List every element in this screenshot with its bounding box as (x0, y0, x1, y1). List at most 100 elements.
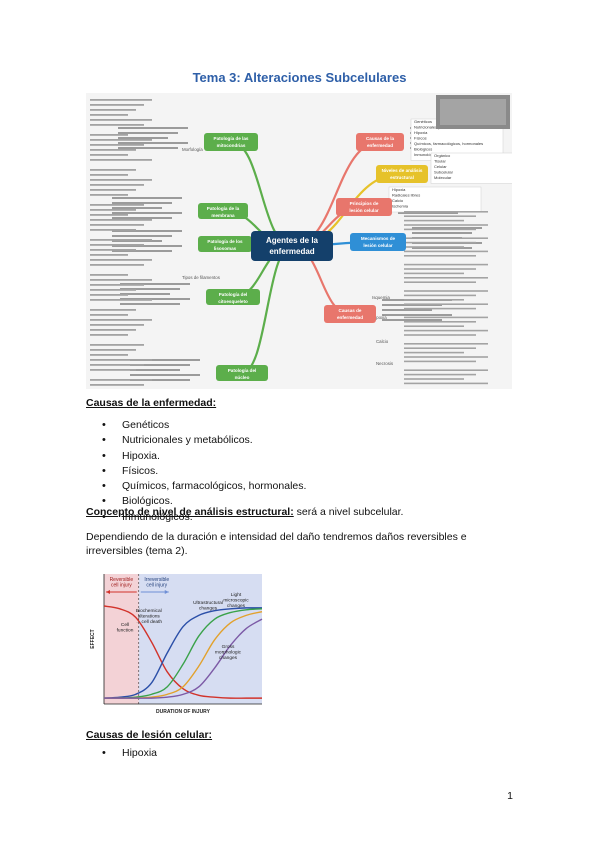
mind-map-branch: Niveles de análisis estructural (376, 165, 428, 183)
branch-label: Mecanismos de (361, 236, 396, 241)
branch-label: Niveles de análisis (382, 168, 423, 173)
branch-label: lesión celular (349, 208, 379, 213)
region-label: Reversible (110, 577, 134, 583)
concept-text: será a nivel subcelular. (293, 506, 404, 518)
subtopic-item: Hipoxia (392, 187, 406, 192)
cause-item: Genéticos (86, 418, 306, 434)
subtopic-item: Biológicos (414, 147, 432, 152)
series-line (103, 618, 263, 699)
subtopic-item: Hipoxia (414, 130, 428, 135)
branch-label: enfermedad (337, 315, 363, 320)
series-label: microscopic (223, 598, 249, 604)
subtopic-item: Radicales libres (392, 193, 420, 198)
branch-label: Patología de las (214, 136, 249, 141)
branch-label: mitocondrias (217, 143, 246, 148)
mind-map-branch: Principios de lesión celular (336, 198, 392, 216)
branch-label: Patología de la (207, 206, 240, 211)
side-label: Necrosis (376, 361, 394, 366)
mind-map-branch: Causas de enfermedad (324, 305, 376, 323)
x-axis-label: DURATION OF INJURY (156, 709, 211, 715)
side-label: Morfología (182, 147, 203, 152)
region-reversible (104, 574, 139, 704)
arrow-head (164, 590, 169, 594)
series-line (103, 607, 263, 699)
side-label: Isquemia (372, 295, 390, 300)
subtopic-item: Molecular (434, 175, 452, 180)
region-label: cell injury (111, 583, 132, 589)
subtopic-item: Calcio (392, 198, 404, 203)
cause-item: Biológicos. (86, 494, 306, 510)
mind-map-branch: Patología del citoesqueleto (206, 289, 260, 305)
subtopic-item: Ischemia (392, 204, 409, 209)
side-label: Calcio (376, 339, 389, 344)
cause-item: Hipoxia. (86, 449, 306, 465)
y-axis-label: EFFECT (90, 629, 96, 648)
causes-heading: Causas de la enfermedad: (86, 397, 217, 409)
page-title: Tema 3: Alteraciones Subcelulares (192, 70, 407, 85)
branch-label: citoesqueleto (218, 299, 248, 304)
dependence-paragraph: Dependiendo de la duración e intensidad … (86, 531, 467, 557)
cause-item: Químicos, farmacológicos, hormonales. (86, 479, 306, 495)
series-label: Cell (121, 622, 129, 628)
concept-paragraph: Concepto de nivel de análisis estructura… (86, 505, 403, 519)
center-line-2: enfermedad (269, 247, 314, 256)
series-label: → cell death (135, 619, 162, 625)
series-label: Ultrastructural (193, 600, 223, 606)
subtopic-item: Celular (434, 164, 447, 169)
arrow-head (106, 590, 110, 594)
series-label: changes (219, 655, 238, 661)
concept-heading: Concepto de nivel de análisis estructura… (86, 506, 294, 518)
subtopic-item: Químicos, farmacológicos, hormonales (414, 141, 483, 146)
mind-map-branch: Causas de la enfermedad (356, 133, 404, 151)
lesion-causes-list: Hipoxia (86, 746, 157, 762)
branch-label: Causas de (339, 308, 362, 313)
region-label: Irreversible (144, 577, 169, 583)
subtopic-item: Físicos (414, 136, 427, 141)
branch-label: lisosomas (214, 246, 237, 251)
mind-map-branch: Patología de las mitocondrias (204, 133, 258, 151)
branch-label: lesión celular (363, 243, 393, 248)
page-number: 1 (507, 790, 513, 802)
branch-label: Causas de la (366, 136, 395, 141)
subtopic-item: Subcelular (434, 170, 454, 175)
side-label: Tipos de filamentos (182, 275, 221, 280)
side-label: Hipoxia (372, 315, 387, 320)
series-label: morphologic (215, 650, 242, 656)
branch-label: estructural (390, 175, 414, 180)
branch-label: Patología de los (207, 239, 243, 244)
region-irreversible (138, 574, 262, 704)
series-label: alterations (138, 614, 161, 620)
series-label: changes (199, 606, 218, 612)
branch-label: Principios de (350, 201, 379, 206)
cause-item: Nutricionales y metabólicos. (86, 433, 306, 449)
series-line (103, 605, 262, 699)
cause-item: Inmunológicos. (86, 510, 306, 526)
center-line-1: Agentes de la (266, 236, 319, 245)
series-label: Light (231, 592, 242, 598)
subtopic-item: Genéticos (414, 119, 432, 124)
mind-map-branch: Patología del núcleo (216, 365, 268, 381)
branch-label: Patología del (228, 368, 257, 373)
branch-label: núcleo (235, 375, 250, 380)
series-label: function (117, 628, 134, 634)
mind-map-branch: Patología de los lisosomas (198, 236, 252, 252)
subtopic-item: Inmunológicos (414, 152, 440, 157)
branch-label: enfermedad (367, 143, 393, 148)
series-label: changes (227, 603, 246, 609)
mind-map-branch: Patología de la membrana (198, 203, 248, 219)
series-label: Biochemical (136, 608, 162, 614)
subtopic-item: Tisular (434, 159, 447, 164)
region-label: cell injury (146, 583, 167, 589)
lesion-cause-item: Hipoxia (86, 746, 157, 762)
branch-label: membrana (211, 213, 235, 218)
mind-map-center: Agentes de la enfermedad (251, 231, 333, 261)
lesion-heading: Causas de lesión celular: (86, 729, 213, 741)
mind-map-branch: Mecanismos de lesión celular (350, 233, 406, 251)
branch-label: Patología del (219, 292, 248, 297)
cause-item: Físicos. (86, 464, 306, 480)
subtopic-item: Orgánico (434, 153, 451, 158)
